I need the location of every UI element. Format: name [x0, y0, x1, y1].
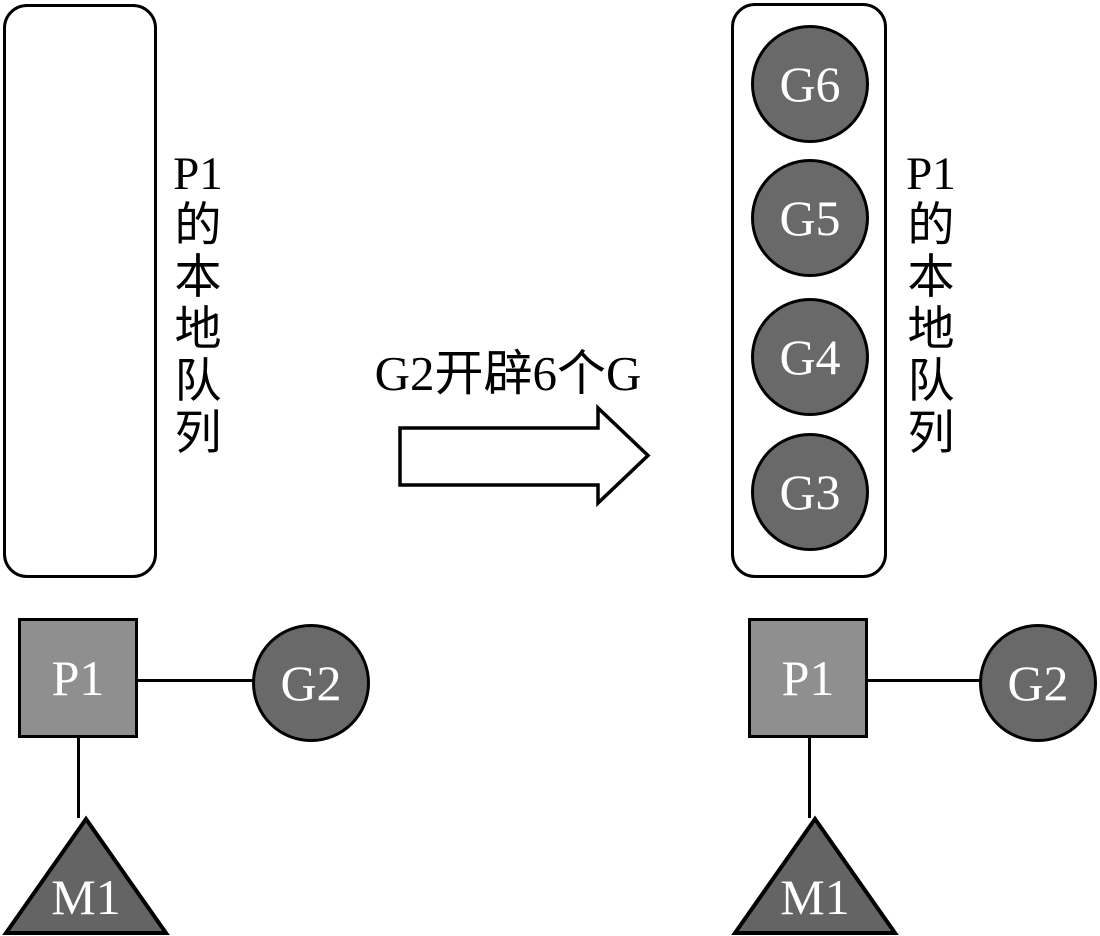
- goroutine-g5-label: G5: [779, 190, 841, 246]
- goroutine-g6-node: G6: [751, 25, 869, 143]
- before-queue-label-line: 的: [174, 200, 222, 252]
- goroutine-g3-node: G3: [751, 433, 869, 551]
- before-machine-m1-label: M1: [51, 869, 121, 925]
- before-goroutine-g2-label: G2: [280, 655, 342, 711]
- after-queue-label-line: 的: [907, 200, 955, 252]
- after-queue-label-line: P1: [906, 148, 956, 200]
- before-queue-label-line: 本: [174, 252, 222, 304]
- transition-caption: G2开辟6个G: [374, 346, 642, 401]
- after-queue-label-line: 本: [907, 252, 955, 304]
- after-p1-g2-connector: [866, 679, 981, 682]
- goroutine-g4-label: G4: [779, 329, 841, 385]
- after-goroutine-g2-label: G2: [1007, 655, 1069, 711]
- goroutine-g3-label: G3: [779, 464, 841, 520]
- before-local-queue-box: [3, 4, 157, 578]
- before-queue-label-line: 列: [174, 408, 222, 460]
- after-processor-p1-label: P1: [781, 650, 835, 706]
- after-p1-m1-connector: [808, 736, 811, 818]
- before-machine-m1-triangle: [2, 815, 170, 935]
- before-p1-g2-connector: [136, 679, 254, 682]
- after-machine-m1-triangle: [731, 815, 899, 935]
- after-machine-m1-label: M1: [780, 869, 850, 925]
- goroutine-g6-label: G6: [779, 56, 841, 112]
- after-queue-label-line: 列: [907, 408, 955, 460]
- before-processor-p1-node: P1: [18, 618, 138, 738]
- before-processor-p1-label: P1: [51, 650, 105, 706]
- before-queue-label-line: 地: [174, 304, 222, 356]
- before-goroutine-g2-node: G2: [252, 624, 370, 742]
- after-processor-p1-node: P1: [748, 618, 868, 738]
- after-queue-label: P1 的 本 地 队 列: [896, 148, 966, 460]
- after-goroutine-g2-node: G2: [979, 624, 1097, 742]
- goroutine-g5-node: G5: [751, 159, 869, 277]
- before-queue-label: P1 的 本 地 队 列: [163, 148, 233, 460]
- goroutine-g4-node: G4: [751, 298, 869, 416]
- after-queue-label-line: 地: [907, 304, 955, 356]
- before-queue-label-line: 队: [174, 356, 222, 408]
- before-queue-label-line: P1: [173, 148, 223, 200]
- after-queue-label-line: 队: [907, 356, 955, 408]
- right-block-arrow-icon: [398, 403, 651, 508]
- before-p1-m1-connector: [77, 736, 80, 818]
